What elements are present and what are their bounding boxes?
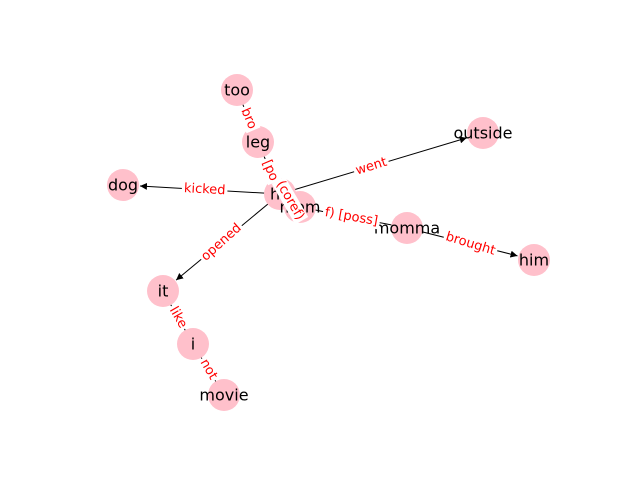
nodes-layer: toolegoutsidedoghemommommahimitimovie	[107, 74, 550, 411]
edge-label-group-i-movie: not	[195, 354, 222, 385]
node-label-movie: movie	[199, 386, 248, 405]
node-label-outside: outside	[454, 124, 513, 143]
node-circle-leg	[242, 126, 274, 158]
node-label-him: him	[519, 251, 549, 270]
edge-label-background	[195, 354, 222, 385]
node-dog: dog	[107, 169, 139, 201]
edge-label-group-it-i: like	[164, 302, 192, 333]
edge-label-group-he-dog: kicked	[181, 180, 228, 199]
edge-label-group-he-it: opened	[196, 219, 247, 266]
node-label-dog: dog	[108, 176, 138, 195]
edge-label-background	[351, 154, 391, 179]
node-him: him	[518, 244, 550, 276]
node-circle-him	[518, 244, 550, 276]
node-circle-dog	[107, 169, 139, 201]
edge-label-he-outside: went	[354, 155, 389, 179]
edge-label-group-he-outside: went	[351, 154, 391, 179]
edge-label-background	[441, 228, 500, 260]
edge-label-background	[196, 219, 247, 266]
edge-label-momma-him: brought	[444, 229, 497, 258]
edge-label-background	[236, 104, 261, 134]
edge-label-background	[164, 302, 192, 333]
edge-label-group-momma-him: brought	[441, 228, 500, 260]
node-momma: momma	[374, 212, 440, 244]
node-it: it	[147, 275, 179, 307]
edge-label-he-dog: kicked	[183, 181, 225, 198]
node-circle-i	[177, 328, 209, 360]
edge-label-background	[321, 204, 382, 230]
edge-label-mom-momma: f) [poss]	[324, 205, 379, 229]
node-label-momma: momma	[374, 219, 440, 238]
node-outside: outside	[454, 117, 513, 149]
node-label-i: i	[191, 335, 195, 354]
edge-label-background	[271, 176, 309, 225]
node-circle-outside	[467, 117, 499, 149]
node-circle-too	[221, 74, 253, 106]
node-label-it: it	[158, 282, 169, 301]
edge-label-he-it: opened	[198, 221, 244, 265]
edge-label-background	[181, 180, 228, 199]
node-too: too	[221, 74, 253, 106]
node-label-too: too	[224, 81, 250, 100]
edge-label-group-mom-momma: f) [poss]	[321, 204, 382, 230]
node-label-leg: leg	[246, 133, 270, 152]
node-circle-it	[147, 275, 179, 307]
node-movie: movie	[199, 379, 249, 411]
node-circle-movie	[208, 379, 240, 411]
edge-label-group-too-leg: bro	[236, 104, 261, 134]
node-circle-momma	[391, 212, 423, 244]
edge-label-background	[258, 156, 282, 186]
node-i: i	[177, 328, 209, 360]
node-leg: leg	[242, 126, 274, 158]
